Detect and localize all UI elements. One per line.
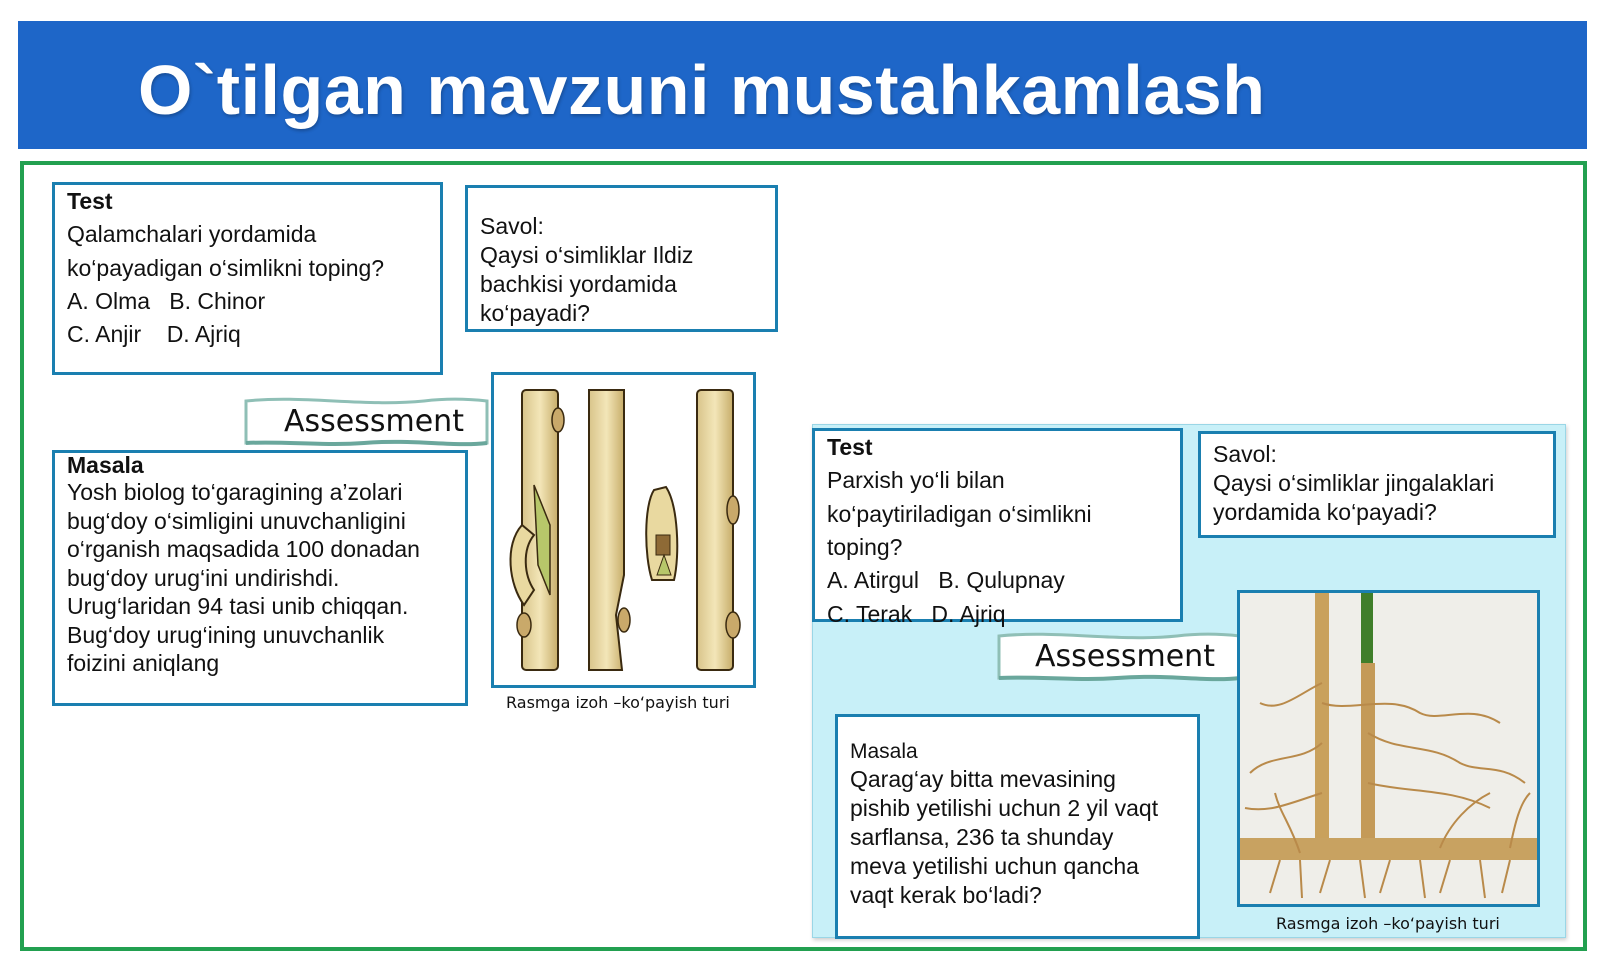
left-test-question-line2: ko‘payadigan o‘simlikni toping? (67, 254, 385, 281)
right-test-line: Parxish yo‘li bilan (827, 467, 1005, 494)
banner-ribbon-shape (997, 632, 1242, 682)
right-test-line: A. Atirgul B. Qulupnay (827, 567, 1065, 594)
right-test-heading: Test (827, 434, 873, 460)
cuttings-illustration (491, 372, 756, 688)
left-masala-line: Bug‘doy urug‘ining unuvchanlik (67, 621, 385, 648)
right-savol-line2: yordamida ko‘payadi? (1213, 498, 1437, 525)
right-masala-line: pishib yetilishi uchun 2 yil vaqt (850, 795, 1159, 822)
left-masala-line: Urug‘laridan 94 tasi unib chiqqan. (67, 593, 409, 620)
stem-cuttings-drawing (509, 389, 741, 671)
right-masala-line: Qarag‘ay bitta mevasining (850, 766, 1116, 793)
left-test-options-line2: C. Anjir D. Ajriq (67, 321, 241, 348)
left-masala-line: bug‘doy o‘simligini unuvchanligini (67, 507, 406, 534)
right-masala-line: meva yetilishi uchun qancha (850, 853, 1139, 880)
left-masala-line: bug‘doy urug‘ini undirishdi. (67, 564, 340, 591)
right-masala-line: sarflansa, 236 ta shunday (850, 824, 1114, 851)
left-masala-heading: Masala (67, 452, 144, 478)
left-masala-line: o‘rganish maqsadida 100 donadan (67, 536, 420, 563)
right-test-box: Test Parxish yo‘li bilan ko‘paytiriladig… (812, 428, 1183, 627)
right-image-caption: Rasmga izoh –ko‘payish turi (1276, 914, 1500, 933)
right-assessment-label: Assessment (1035, 639, 1215, 674)
left-savol-heading: Savol: (480, 213, 544, 239)
content-frame (20, 161, 1587, 951)
right-test-line: ko‘paytiriladigan o‘simlikni (827, 500, 1092, 527)
left-savol-line1: Qaysi o‘simliklar Ildiz (480, 241, 694, 268)
layering-roots-photo (1237, 590, 1540, 907)
left-image-caption: Rasmga izoh –ko‘payish turi (506, 693, 730, 712)
left-savol-line3: ko‘payadi? (480, 299, 590, 326)
left-test-box: Test Qalamchalari yordamida ko‘payadigan… (52, 182, 443, 375)
right-masala-line: vaqt kerak bo‘ladi? (850, 882, 1042, 909)
left-test-options-line1: A. Olma B. Chinor (67, 288, 266, 315)
roots-drawing (1240, 593, 1537, 904)
left-masala-line: Yosh biolog to‘garagining a’zolari (67, 479, 403, 506)
title-bar (18, 21, 1587, 149)
left-assessment-label: Assessment (284, 404, 464, 439)
right-masala-heading: Masala (850, 740, 918, 763)
right-assessment-banner: Assessment (997, 630, 1242, 686)
banner-ribbon-shape (244, 397, 489, 447)
right-savol-heading: Savol: (1213, 441, 1277, 467)
slide-title: O`tilgan mavzuni mustahkamlash (138, 51, 1266, 129)
right-savol-line1: Qaysi o‘simliklar jingalaklari (1213, 469, 1495, 496)
right-masala-box: Masala Qarag‘ay bitta mevasining pishib … (835, 714, 1200, 939)
right-savol-box: Savol: Qaysi o‘simliklar jingalaklari yo… (1198, 431, 1556, 538)
left-masala-line: foizini aniqlang (67, 650, 220, 677)
left-savol-box: Savol: Qaysi o‘simliklar Ildiz bachkisi … (465, 185, 778, 332)
right-test-line: C. Terak D. Ajriq (827, 600, 1006, 627)
left-masala-box: Masala Yosh biolog to‘garagining a’zolar… (52, 450, 468, 706)
left-savol-line2: bachkisi yordamida (480, 270, 677, 297)
right-test-line: toping? (827, 534, 903, 561)
left-assessment-banner: Assessment (244, 395, 489, 451)
left-test-question-line1: Qalamchalari yordamida (67, 221, 317, 248)
left-test-heading: Test (67, 188, 113, 214)
